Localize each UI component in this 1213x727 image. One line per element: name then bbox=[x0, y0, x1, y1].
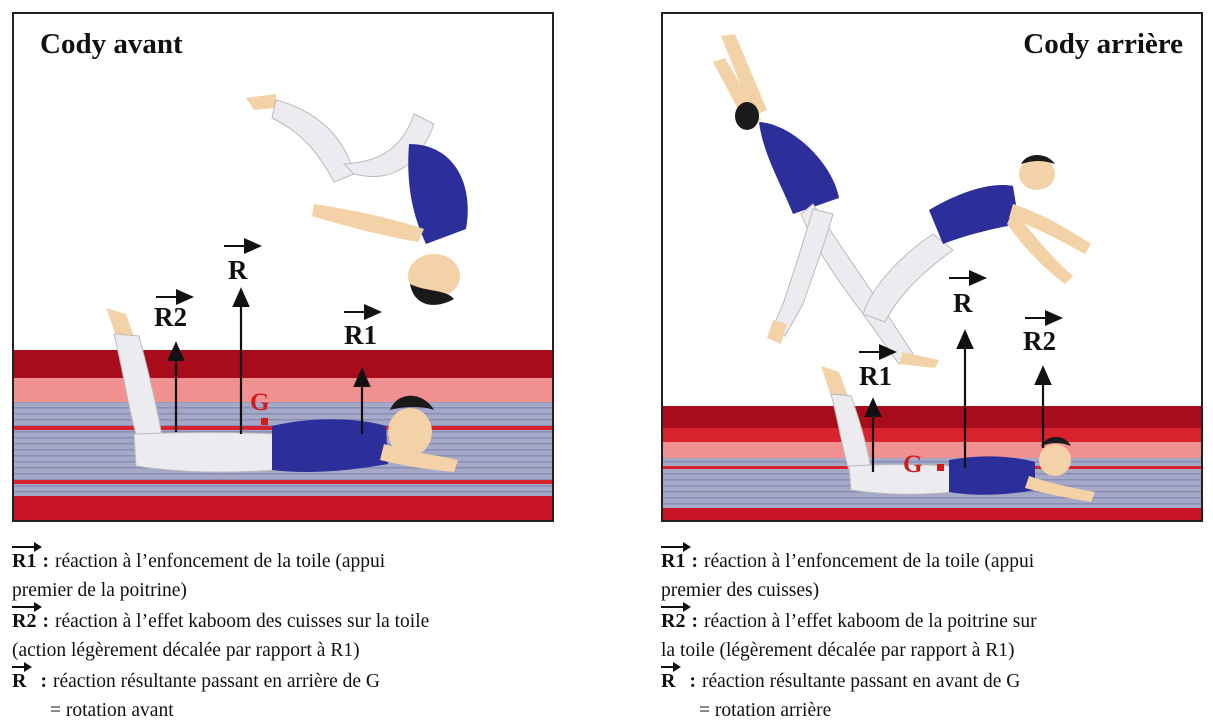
legend-text-cont: = rotation arrière bbox=[661, 700, 831, 721]
label-r: R bbox=[228, 255, 248, 285]
cody-avant-illustration: R2 R R1 G bbox=[14, 14, 552, 520]
trampoline-pad bbox=[14, 378, 552, 402]
cody-arriere-illustration: R1 R R2 G bbox=[663, 14, 1201, 520]
legend-item-r: R:réaction résultante passant en avant d… bbox=[661, 665, 1206, 725]
trampoline-frame-bottom bbox=[663, 508, 1201, 520]
vector-symbol-r2: R2 bbox=[661, 605, 685, 636]
legend-item-r2: R2:réaction à l’effet kaboom de la poitr… bbox=[661, 605, 1206, 665]
legend-item-r: R:réaction résultante passant en arrière… bbox=[12, 665, 557, 725]
gymnast-airborne-layout bbox=[863, 155, 1091, 322]
vector-symbol-r: R bbox=[12, 665, 26, 696]
legend-item-r1: R1:réaction à l’enfoncement de la toile … bbox=[661, 545, 1206, 605]
vector-symbol-r2: R2 bbox=[12, 605, 36, 636]
cody-arriere-panel: R1 R R2 G Cody arrière bbox=[661, 12, 1203, 522]
label-r2: R2 bbox=[1023, 326, 1056, 356]
trampoline-pad bbox=[663, 428, 1201, 442]
legend-text: réaction à l’enfoncement de la toile (ap… bbox=[55, 551, 385, 572]
gymnast-airborne-diving bbox=[713, 34, 939, 368]
cody-arriere-legend: R1:réaction à l’enfoncement de la toile … bbox=[661, 545, 1206, 725]
label-r2: R2 bbox=[154, 302, 187, 332]
legend-text: réaction à l’effet kaboom de la poitrine… bbox=[704, 611, 1037, 632]
trampoline-frame-top bbox=[663, 406, 1201, 428]
legend-text-cont: (action légèrement décalée par rapport à… bbox=[12, 640, 360, 661]
center-of-gravity-point bbox=[937, 464, 944, 471]
gymnast-airborne bbox=[246, 94, 468, 305]
trampoline-frame-bottom bbox=[14, 496, 552, 520]
legend-text: réaction résultante passant en arrière d… bbox=[53, 671, 380, 692]
legend-text: réaction à l’enfoncement de la toile (ap… bbox=[704, 551, 1034, 572]
vector-symbol-r1: R1 bbox=[12, 545, 36, 576]
legend-item-r1: R1:réaction à l’enfoncement de la toile … bbox=[12, 545, 557, 605]
legend-text: réaction résultante passant en avant de … bbox=[702, 671, 1020, 692]
panel-title: Cody arrière bbox=[1023, 28, 1183, 61]
legend-text-cont: la toile (légèrement décalée par rapport… bbox=[661, 640, 1015, 661]
trampoline-frame-top bbox=[14, 350, 552, 378]
vector-symbol-r1: R1 bbox=[661, 545, 685, 576]
legend-text-cont: premier des cuisses) bbox=[661, 580, 819, 601]
label-g: G bbox=[903, 451, 922, 478]
panel-title: Cody avant bbox=[40, 28, 183, 61]
label-r: R bbox=[953, 288, 973, 318]
vector-symbol-r: R bbox=[661, 665, 675, 696]
legend-item-r2: R2:réaction à l’effet kaboom des cuisses… bbox=[12, 605, 557, 665]
cody-avant-panel: R2 R R1 G Cody avant bbox=[12, 12, 554, 522]
label-r1: R1 bbox=[859, 361, 892, 391]
center-of-gravity-point bbox=[261, 418, 268, 425]
legend-text-cont: premier de la poitrine) bbox=[12, 580, 187, 601]
label-r1: R1 bbox=[344, 320, 377, 350]
legend-text-cont: = rotation avant bbox=[12, 700, 174, 721]
cody-avant-legend: R1:réaction à l’enfoncement de la toile … bbox=[12, 545, 557, 725]
legend-text: réaction à l’effet kaboom des cuisses su… bbox=[55, 611, 429, 632]
label-g: G bbox=[250, 389, 269, 416]
